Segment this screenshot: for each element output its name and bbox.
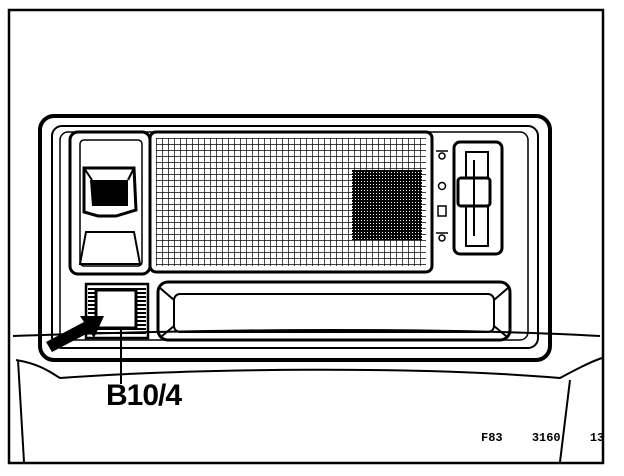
reading-lamp-lens: [173, 293, 495, 333]
reading-lamp-lens-shade: [159, 287, 509, 337]
figure-reference: F83 3160 13: [481, 431, 620, 445]
figure-frame: [7, 8, 605, 465]
door-icon: [437, 205, 447, 217]
console-housing-outer: [38, 114, 552, 362]
contact-switch-housing: [84, 282, 150, 340]
figure-ref-part: F83: [481, 431, 503, 445]
circle-icon: [437, 181, 447, 191]
pillar-right: [559, 379, 571, 463]
callout-label: B10/4: [106, 379, 182, 412]
figure-ref-part: 3160: [531, 431, 561, 445]
reading-lamp-outer: [156, 280, 512, 342]
switch-recess-lower: [78, 231, 142, 265]
headliner-lower-contour: [15, 357, 603, 380]
lamp-icon: [436, 150, 448, 160]
lamp-icon: [436, 232, 448, 242]
grille-frame: [148, 130, 434, 274]
pillar-left: [17, 359, 25, 463]
contact-switch-button: [94, 288, 138, 330]
console-housing-inner: [51, 125, 539, 349]
switch-symbols: [436, 150, 448, 242]
rocker-switch-face: [90, 180, 128, 206]
figure-ref-part: 13: [589, 431, 605, 445]
slide-switch-bezel: [452, 140, 504, 256]
grille-dense-section: [352, 170, 422, 240]
arrow-icon: [46, 316, 104, 352]
switch-recess-inner: [79, 139, 143, 267]
rocker-switch-edge: [83, 167, 93, 181]
rocker-switch-edge-right: [127, 167, 135, 181]
